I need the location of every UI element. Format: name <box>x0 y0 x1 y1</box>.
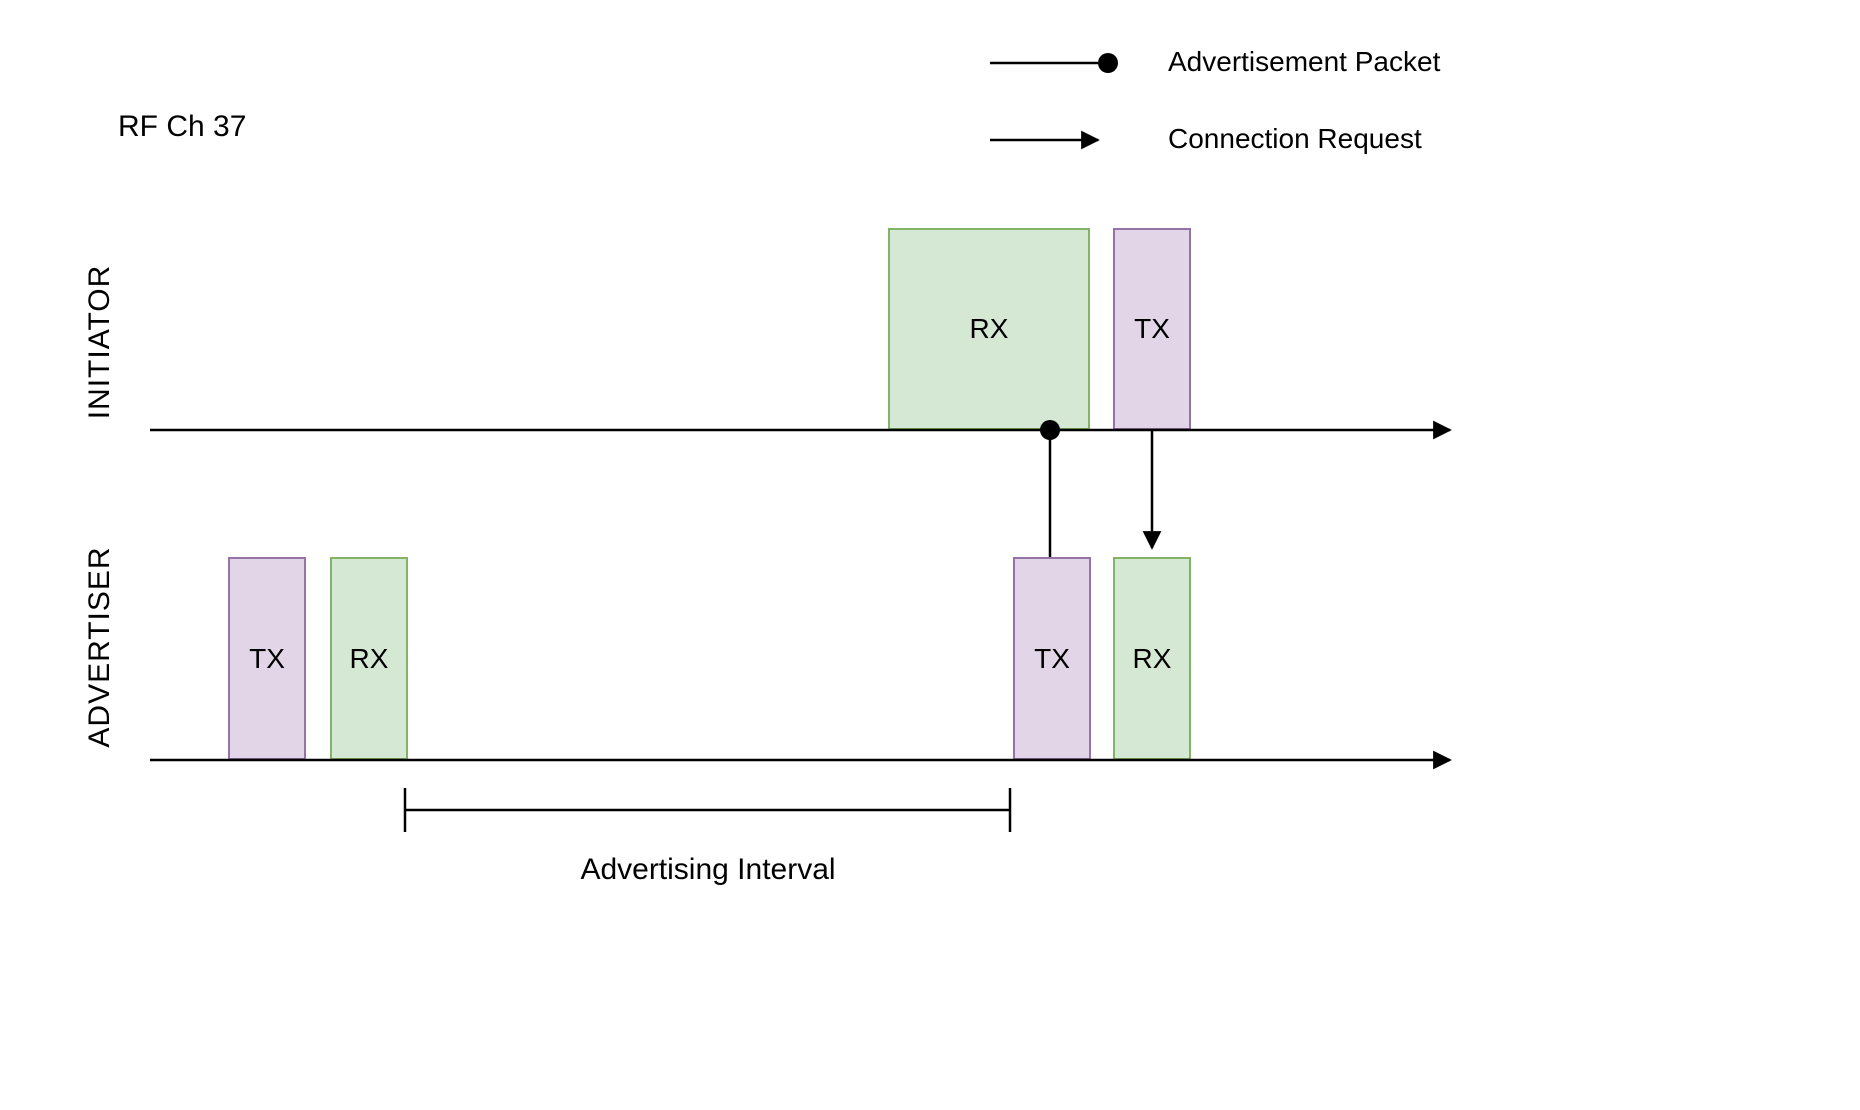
advertiser-rx-box-2: RX <box>1113 557 1191 760</box>
initiator-rx-box-label: RX <box>969 313 1009 344</box>
legend-advertisement-packet-label: Advertisement Packet <box>1168 46 1441 77</box>
advertiser-tx-box-1: TX <box>228 557 306 760</box>
initiator-lane-label: INITIATOR <box>83 264 116 420</box>
initiator-tx-box: TX <box>1113 228 1191 430</box>
initiator-tx-box-label: TX <box>1134 313 1170 344</box>
advertiser-tx-box-2: TX <box>1013 557 1091 760</box>
advertiser-lane-label: ADVERTISER <box>83 546 116 748</box>
legend-advertisement-packet-dot-icon <box>1098 53 1118 73</box>
advertiser-rx-box-1-label: RX <box>349 642 389 674</box>
initiator-rx-box: RX <box>888 228 1090 430</box>
rf-channel-label: RF Ch 37 <box>118 110 247 143</box>
advertiser-rx-box-1: RX <box>330 557 408 760</box>
advertiser-rx-box-2-label: RX <box>1132 642 1172 674</box>
advertiser-tx-box-1-label: TX <box>249 642 285 674</box>
advertiser-tx-box-2-label: TX <box>1034 642 1070 674</box>
advertising-interval-label: Advertising Interval <box>580 853 836 886</box>
legend-connection-request-label: Connection Request <box>1168 123 1422 154</box>
